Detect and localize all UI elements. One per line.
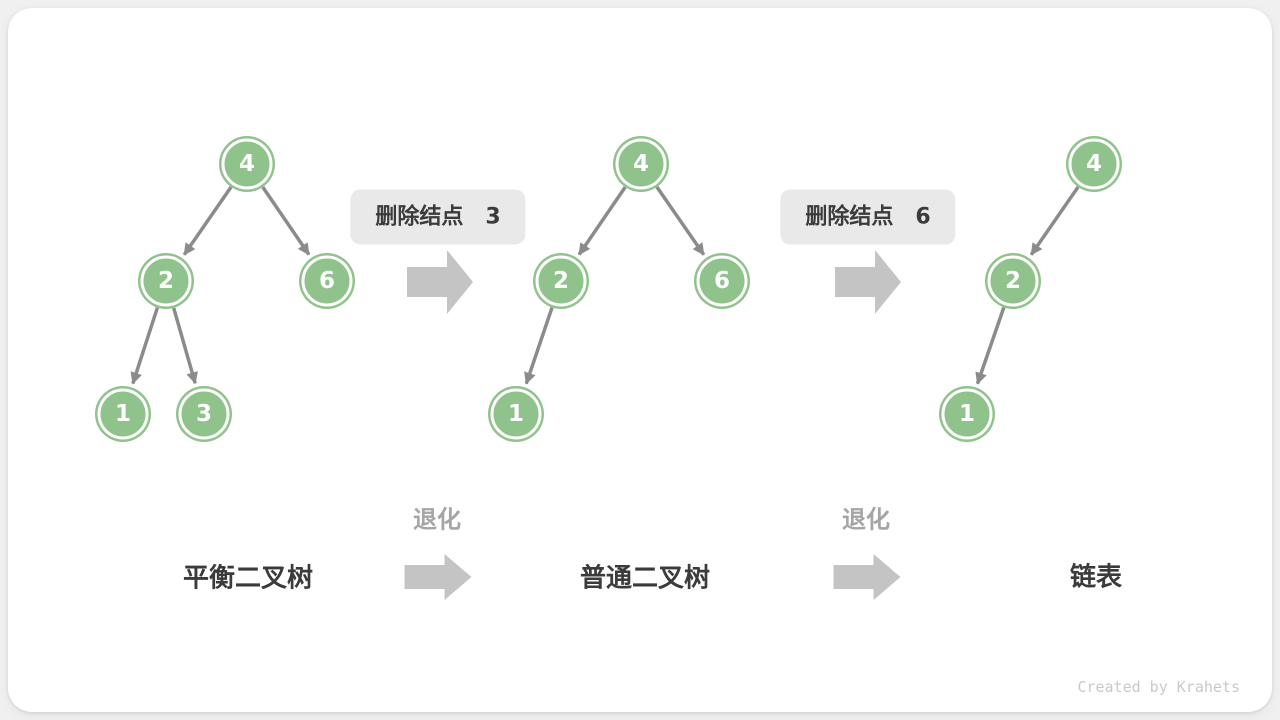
credit-text: Created by Krahets (1077, 678, 1240, 696)
degrade-caption-1: 退化 (413, 505, 461, 534)
delete-node-6-label: 删除结点 6 (780, 189, 956, 245)
stage-label-balanced-binary-tree: 平衡二叉树 (182, 563, 314, 594)
stage-label-linked-list: 链表 (1069, 562, 1123, 593)
canvas-card (8, 8, 1272, 712)
stage-label-ordinary-binary-tree: 普通二叉树 (579, 563, 711, 594)
degrade-caption-2: 退化 (842, 505, 890, 534)
delete-node-3-label: 删除结点 3 (350, 189, 526, 245)
